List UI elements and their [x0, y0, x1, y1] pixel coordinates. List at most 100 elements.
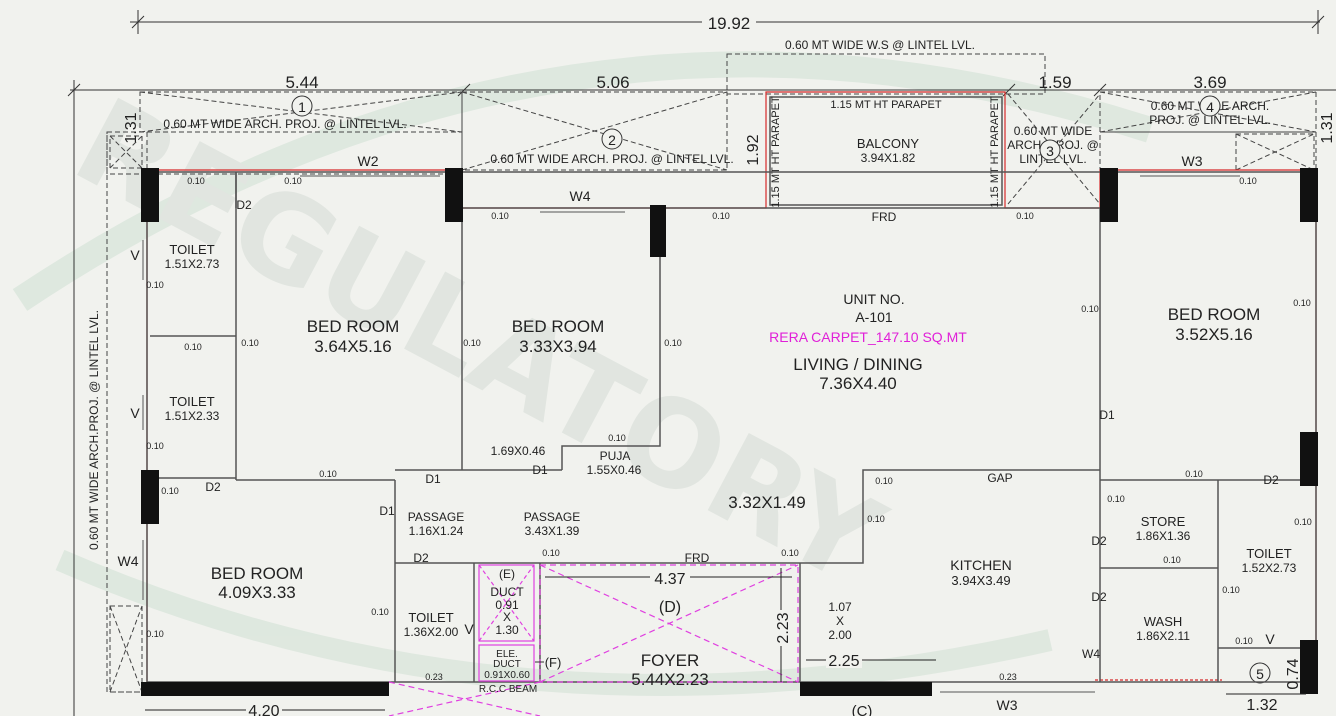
svg-text:0.10: 0.10 — [1163, 555, 1181, 565]
balcony-name: BALCONY — [857, 136, 919, 151]
note-arch-proj-mid-1: 0.60 MT WIDE — [1014, 124, 1092, 138]
dim-bottom-left: 4.20 — [248, 703, 279, 716]
door-frd-entry: FRD — [685, 551, 710, 565]
svg-text:0.10: 0.10 — [608, 433, 626, 443]
svg-text:0.10: 0.10 — [491, 211, 509, 221]
store-name: STORE — [1141, 514, 1186, 529]
kitchen-size: 3.94X3.49 — [951, 573, 1010, 588]
svg-text:0.10: 0.10 — [319, 469, 337, 479]
dim-foyer-width: 4.37 — [654, 571, 685, 588]
store-size: 1.86X1.36 — [1136, 529, 1191, 543]
bed2-name: BED ROOM — [512, 317, 605, 336]
dim-foyer-depth: 2.25 — [828, 653, 859, 670]
svg-text:0.10: 0.10 — [1239, 176, 1257, 186]
window-w4-left: W4 — [118, 553, 139, 569]
note-arch-proj-vertical: 0.60 MT WIDE ARCH.PROJ. @ LINTEL LVL. — [87, 310, 101, 550]
c-label: (C) — [852, 703, 873, 716]
svg-text:0.10: 0.10 — [712, 211, 730, 221]
svg-text:0.10: 0.10 — [1107, 494, 1125, 504]
puja-size: 1.55X0.46 — [587, 463, 642, 477]
svg-text:0.10: 0.10 — [1222, 585, 1240, 595]
window-w3-bottom: W3 — [997, 697, 1018, 713]
duct-e-label: (E) — [499, 567, 515, 581]
vent-3: V — [464, 621, 474, 637]
dim-overall: 19.92 — [708, 14, 751, 33]
passage1-size: 1.16X1.24 — [409, 524, 464, 538]
svg-text:0.10: 0.10 — [875, 476, 893, 486]
bed2-size: 3.33X3.94 — [519, 337, 597, 356]
svg-text:0.10: 0.10 — [1016, 211, 1034, 221]
svg-text:0.10: 0.10 — [463, 338, 481, 348]
balcony-outline — [769, 96, 1003, 206]
svg-text:0.10: 0.10 — [146, 629, 164, 639]
svg-text:0.23: 0.23 — [425, 672, 443, 682]
window-w4-top: W4 — [570, 188, 591, 204]
unit-label: UNIT NO. — [843, 291, 904, 307]
duct-e-dim2: X — [503, 610, 511, 624]
note-ws-lintel: 0.60 MT WIDE W.S @ LINTEL LVL. — [785, 38, 975, 52]
dim-seg3: 1.59 — [1038, 73, 1071, 92]
door-d1-bed3: D1 — [1099, 408, 1115, 422]
toilet4-name: TOILET — [1246, 546, 1291, 561]
svg-text:0.10: 0.10 — [371, 607, 389, 617]
svg-text:0.10: 0.10 — [867, 514, 885, 524]
dim-proj-right: 1.31 — [1319, 112, 1336, 143]
svg-text:0.10: 0.10 — [161, 486, 179, 496]
dim-seg1: 5.44 — [285, 73, 318, 92]
toilet1-size: 1.51X2.73 — [165, 257, 220, 271]
duct-e-dim1: 0.91 — [495, 598, 519, 612]
toilet3-size: 1.36X2.00 — [404, 625, 459, 639]
wash-size: 1.86X2.11 — [1136, 629, 1190, 643]
balcony-size: 3.94X1.82 — [861, 151, 916, 165]
toilet3-name: TOILET — [408, 610, 453, 625]
dim-foyer-height: 2.23 — [775, 612, 792, 643]
puja-name: PUJA — [600, 449, 631, 463]
rcc-beam: R.C.C BEAM — [479, 684, 537, 695]
foyer-name: FOYER — [641, 651, 700, 670]
parapet-top-label: 1.15 MT HT PARAPET — [830, 99, 942, 111]
svg-text:0.10: 0.10 — [1185, 469, 1203, 479]
window-w4-wash: W4 — [1082, 647, 1100, 661]
bed1-name: BED ROOM — [307, 317, 400, 336]
vent-4: V — [1265, 631, 1275, 647]
segment-dimensions — [67, 80, 1336, 716]
svg-text:0.10: 0.10 — [187, 176, 205, 186]
ele-duct-name2: DUCT — [493, 659, 521, 670]
door-d2-store: D2 — [1091, 534, 1107, 548]
svg-text:0.10: 0.10 — [184, 342, 202, 352]
svg-text:0.10: 0.10 — [1235, 636, 1253, 646]
toilet4-size: 1.52X2.73 — [1242, 561, 1297, 575]
door-d2-toilet1: D2 — [236, 198, 252, 212]
door-frd-balcony: FRD — [872, 210, 897, 224]
unit-number: A-101 — [855, 309, 893, 325]
svg-text:0.10: 0.10 — [241, 338, 259, 348]
bed4-name: BED ROOM — [211, 564, 304, 583]
vent-2: V — [130, 405, 140, 421]
svg-text:0.23: 0.23 — [999, 672, 1017, 682]
bed3-name: BED ROOM — [1168, 305, 1261, 324]
toilet2-name: TOILET — [169, 394, 214, 409]
dim-right-bottom-a: 0.74 — [1285, 658, 1302, 689]
passage1-name: PASSAGE — [408, 510, 464, 524]
living-name: LIVING / DINING — [793, 355, 922, 374]
marker-1: 1 — [298, 99, 306, 115]
kitchen-name: KITCHEN — [950, 557, 1011, 573]
foyer-size: 5.44X2.23 — [631, 670, 709, 689]
foyer-label: (D) — [659, 599, 681, 616]
svg-text:0.10: 0.10 — [284, 176, 302, 186]
vent-1: V — [130, 247, 140, 263]
dim-right-bottom-b: 1.32 — [1246, 697, 1277, 714]
toilet2-size: 1.51X2.33 — [165, 409, 220, 423]
dim-seg2: 5.06 — [596, 73, 629, 92]
bed4-size: 4.09X3.33 — [218, 583, 296, 602]
svg-text:0.10: 0.10 — [1294, 517, 1312, 527]
marker-4: 4 — [1206, 99, 1214, 115]
duct-e-dim3: 1.30 — [495, 623, 519, 637]
note-arch-proj-right-2: PROJ. @ LINTEL LVL. — [1149, 113, 1271, 127]
svg-text:0.10: 0.10 — [664, 338, 682, 348]
bed1-size: 3.64X5.16 — [314, 337, 392, 356]
window-w3-top: W3 — [1182, 153, 1203, 169]
door-d2-toilet4: D2 — [1263, 473, 1279, 487]
kitchen-gap: GAP — [987, 471, 1012, 485]
